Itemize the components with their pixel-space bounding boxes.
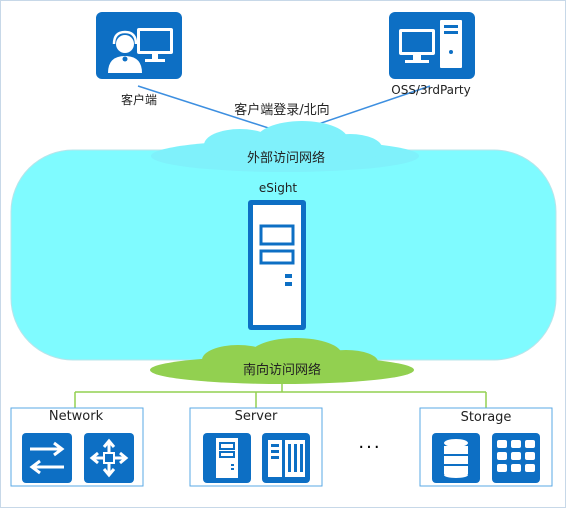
ellipsis-more: ... <box>358 432 382 453</box>
blade-server-icon <box>262 433 310 483</box>
southbound-cloud <box>150 338 414 384</box>
oss-label: OSS/3rdParty <box>391 83 471 97</box>
client-label: 客户端 <box>120 93 158 107</box>
esight-label: eSight <box>258 181 298 195</box>
client-link-line <box>137 85 285 136</box>
northbound-cloud <box>151 121 419 172</box>
server-group-label: Server <box>234 409 278 424</box>
oss-server-icon <box>389 12 475 79</box>
router-icon <box>84 433 134 483</box>
storage-array-icon <box>492 433 540 483</box>
switch-icon <box>22 433 72 483</box>
client-operator-icon <box>96 12 182 79</box>
esight-server-icon <box>248 200 306 330</box>
rack-server-icon <box>203 433 251 483</box>
southbound-connectors <box>74 383 487 408</box>
network-group-label: Network <box>48 409 104 424</box>
storage-disk-icon <box>432 433 480 483</box>
northbound-network-label: 外部访问网络 <box>246 151 326 166</box>
connection-label: 客户端登录/北向 <box>234 103 330 118</box>
storage-group-label: Storage <box>460 410 512 425</box>
southbound-network-label: 南向访问网络 <box>242 363 322 378</box>
